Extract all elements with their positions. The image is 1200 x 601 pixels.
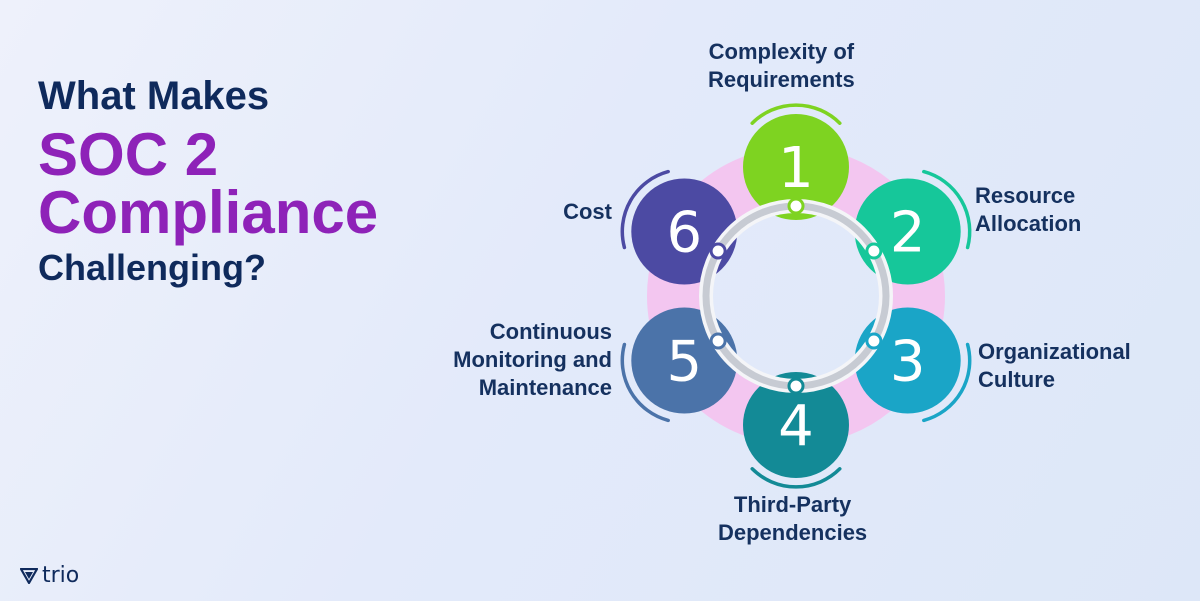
label-6-line-1: Cost [563,199,612,224]
step-circle-4 [743,372,849,478]
connector-dot-3 [865,332,883,350]
label-3-line-1: Organizational [978,339,1131,364]
step-number-5: 5 [666,330,702,395]
connector-dot-5 [709,332,727,350]
outer-arc-4 [750,467,842,489]
inner-ring [702,202,890,390]
step-number-3: 3 [890,330,926,395]
label-2-line-1: Resource [975,183,1076,208]
title-block: What Makes SOC 2 Compliance Challenging? [38,72,418,290]
label-resource-allocation: Resource Allocation [975,182,1081,238]
label-cost: Cost [563,198,612,226]
outer-arc-1 [750,103,842,125]
step-number-4: 4 [778,394,814,459]
label-2-line-2: Allocation [975,211,1082,236]
label-1-line-2: Requirements [708,67,855,92]
label-5-line-3: Maintenance [478,375,612,400]
trio-shield-icon [20,567,38,584]
label-5-line-2: Monitoring and [453,347,612,372]
outer-arc-3 [922,342,972,423]
label-third-party-dependencies: Third-Party Dependencies [718,491,867,547]
connector-dot-1 [787,197,805,215]
connector-dot-6 [709,242,727,260]
outer-arc-5 [620,342,670,423]
connector-dot-4 [787,377,805,395]
label-organizational-culture: Organizational Culture [978,338,1131,394]
outer-arc-2 [922,169,972,250]
title-line-3: Compliance [38,179,379,246]
step-number-2: 2 [890,201,926,266]
label-3-line-2: Culture [978,367,1055,392]
label-complexity-of-requirements: Complexity of Requirements [708,38,855,94]
outer-arc-6 [620,169,670,250]
connector-dot-2 [865,242,883,260]
label-4-line-2: Dependencies [718,520,868,545]
trio-logo: trio [20,563,79,588]
title-line-4: Challenging? [38,247,266,288]
label-4-line-1: Third-Party [733,492,852,517]
label-5-line-1: Continuous [489,319,612,344]
step-number-1: 1 [778,136,814,201]
step-number-6: 6 [666,201,702,266]
label-continuous-monitoring: Continuous Monitoring and Maintenance [453,318,612,402]
step-circle-1 [743,114,849,220]
title-line-1: What Makes [38,74,270,118]
logo-text: trio [42,563,80,588]
label-1-line-1: Complexity of [708,39,855,64]
title-line-2: SOC 2 [38,121,219,188]
